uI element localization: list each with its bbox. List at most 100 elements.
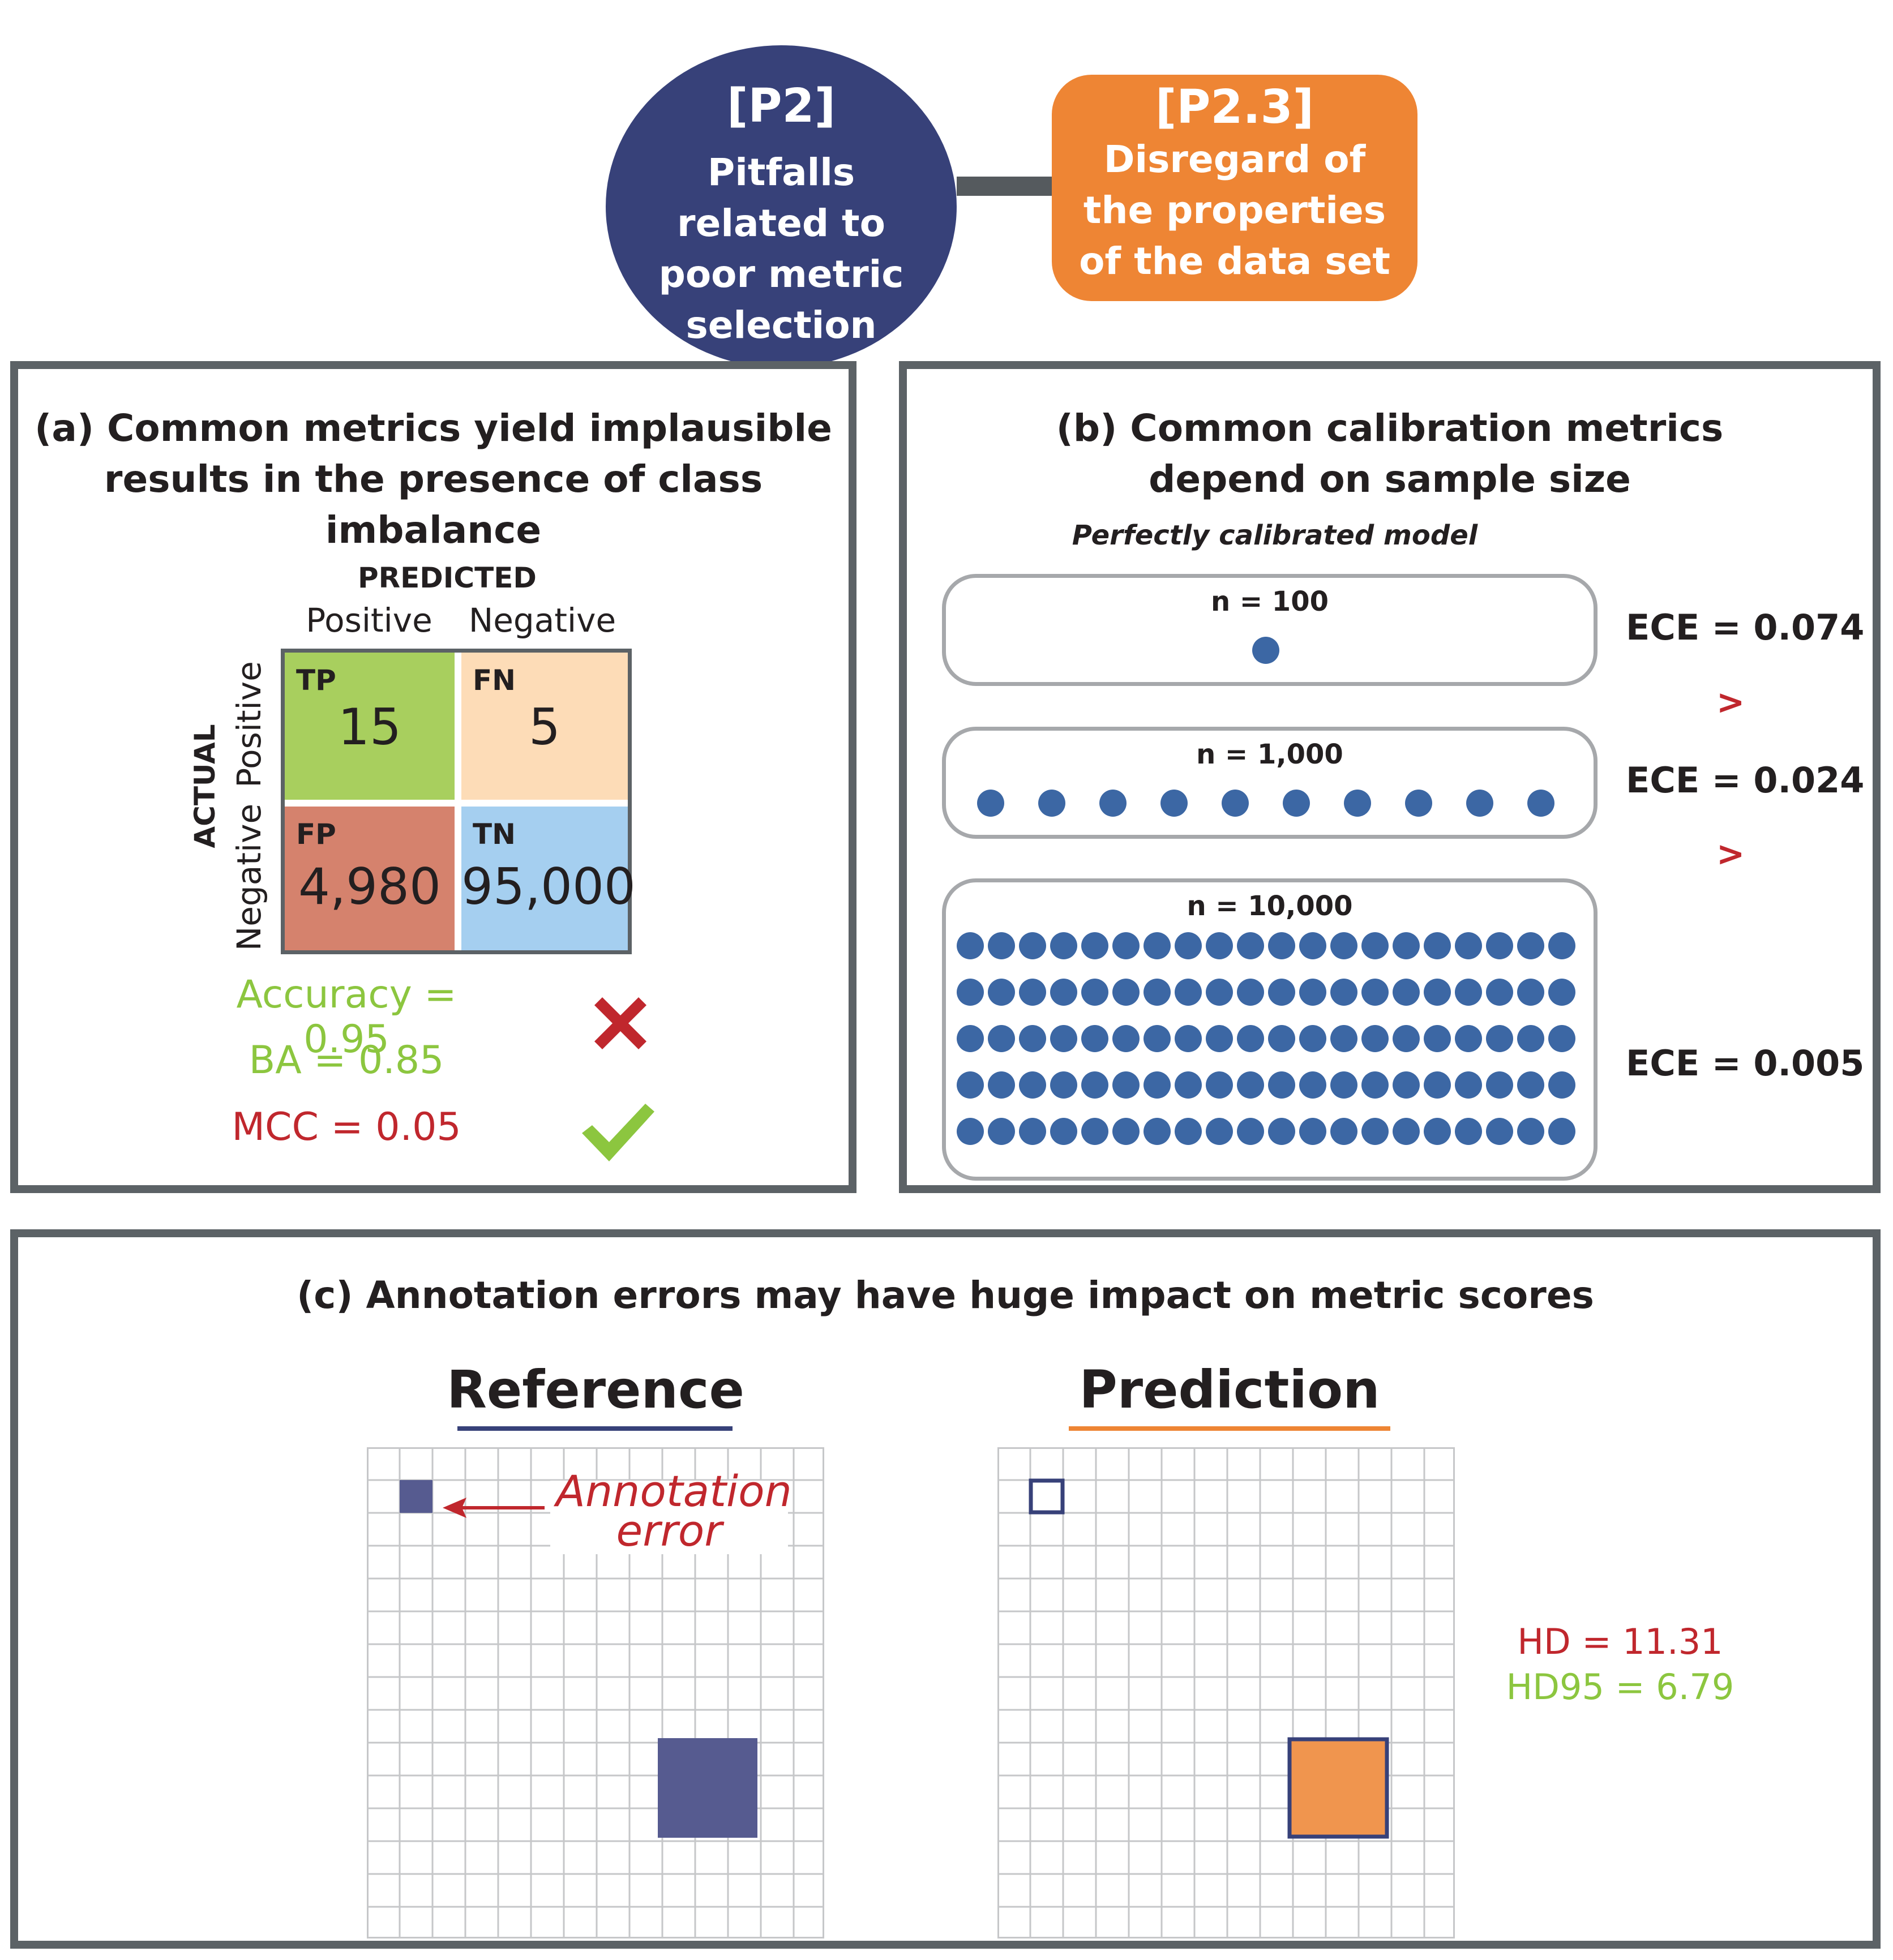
calibration-dot	[1405, 790, 1432, 817]
panel-b-title: (b) Common calibration metrics depend on…	[907, 403, 1873, 505]
ece-value-10000: ECE = 0.005	[1626, 1043, 1865, 1084]
calibration-dot	[956, 1118, 984, 1145]
reference-title: Reference	[447, 1359, 744, 1420]
pitfall-category-label: Pitfalls related to poor metric selectio…	[658, 151, 904, 347]
calibration-dot	[1222, 790, 1249, 817]
calibration-dot	[1205, 1071, 1233, 1099]
sample-size-label: n = 10,000	[1187, 890, 1353, 922]
calibration-dot	[1361, 1118, 1389, 1145]
ece-value-1000: ECE = 0.024	[1626, 760, 1865, 801]
confusion-matrix: TP 15 FN 5 FP 4,980 TN 95,000	[281, 649, 636, 954]
calibration-dot	[1423, 1071, 1451, 1099]
calibration-dot	[1361, 932, 1389, 959]
calibration-dot	[1050, 979, 1077, 1006]
calibration-dot	[1454, 1025, 1482, 1052]
calibration-dot	[1361, 1071, 1389, 1099]
calibration-dot	[1050, 1071, 1077, 1099]
cm-cell-tn-abbr: TN	[473, 818, 516, 851]
calibration-dot	[1517, 979, 1544, 1006]
panel-b-subtitle: Perfectly calibrated model	[1072, 520, 1478, 551]
calibration-dot	[1267, 1025, 1295, 1052]
calibration-dot	[1330, 1071, 1357, 1099]
cm-cell-tp-abbr: TP	[296, 664, 336, 697]
calibration-dot	[956, 1025, 984, 1052]
calibration-dot	[1485, 1118, 1513, 1145]
calibration-dot	[1299, 1071, 1326, 1099]
actual-axis-label: ACTUAL	[189, 724, 221, 848]
predicted-axis-label: PREDICTED	[358, 561, 537, 594]
panel-a-title-line1: (a) Common metrics yield implausible	[35, 406, 832, 450]
cm-cell-fp-value: 4,980	[298, 857, 441, 916]
cm-cell-fn-value: 5	[529, 698, 560, 756]
calibration-dot	[1174, 979, 1202, 1006]
annotation-error-label: Annotation error	[556, 1466, 792, 1552]
calibration-dot	[1143, 932, 1171, 959]
calibration-dot	[1236, 1118, 1264, 1145]
calibration-dot	[1252, 637, 1279, 664]
calibration-dot	[1330, 1025, 1357, 1052]
calibration-dot	[956, 1071, 984, 1099]
reference-grid	[367, 1447, 824, 1938]
calibration-dot	[1205, 932, 1233, 959]
metric-accuracy: Accuracy = 0.95	[236, 972, 457, 1062]
panel-annotation-errors: (c) Annotation errors may have huge impa…	[10, 1229, 1881, 1949]
calibration-dot	[1517, 1118, 1544, 1145]
sample-box-1000: n = 1,000	[942, 727, 1598, 839]
calibration-dot	[1548, 979, 1575, 1006]
sample-box-10000: n = 10,000	[942, 878, 1598, 1181]
calibration-dot	[1018, 1071, 1046, 1099]
calibration-dot	[1081, 1071, 1108, 1099]
calibration-dot	[1236, 979, 1264, 1006]
calibration-dot	[1423, 979, 1451, 1006]
calibration-dot	[1299, 979, 1326, 1006]
calibration-dot	[1236, 1025, 1264, 1052]
calibration-dot	[987, 932, 1015, 959]
cm-cell-tn: TN 95,000	[461, 807, 636, 950]
annotation-error-line1: Annotation	[556, 1466, 792, 1516]
calibration-dot	[1267, 979, 1295, 1006]
hd95-score: HD95 = 6.79	[1506, 1666, 1734, 1708]
calibration-dot	[1485, 979, 1513, 1006]
cm-cell-fp: FP 4,980	[285, 807, 455, 950]
prediction-underline	[1069, 1426, 1390, 1431]
panel-a-title: (a) Common metrics yield implausible res…	[18, 403, 849, 556]
calibration-dot	[1485, 1025, 1513, 1052]
annotation-arrow-icon	[443, 1498, 545, 1518]
calibration-dot	[1267, 1118, 1295, 1145]
calibration-dot	[1517, 1025, 1544, 1052]
cm-cell-tn-value: 95,000	[461, 857, 636, 916]
calibration-dot	[1174, 1118, 1202, 1145]
calibration-dot	[1205, 979, 1233, 1006]
calibration-dot	[1392, 979, 1420, 1006]
greater-than-1: >	[1716, 683, 1745, 722]
calibration-dot	[1038, 790, 1065, 817]
calibration-dot	[1018, 1118, 1046, 1145]
calibration-dot	[1081, 932, 1108, 959]
calibration-dot	[1112, 1071, 1140, 1099]
panel-class-imbalance: (a) Common metrics yield implausible res…	[10, 361, 856, 1193]
metric-mcc: MCC = 0.05	[232, 1105, 461, 1150]
calibration-dot	[1392, 1025, 1420, 1052]
calibration-dot	[1112, 979, 1140, 1006]
calibration-dot	[1466, 790, 1493, 817]
calibration-dot	[1299, 1118, 1326, 1145]
annotation-label-backdrop	[550, 1481, 788, 1554]
calibration-dot	[1485, 932, 1513, 959]
calibration-dot	[987, 1118, 1015, 1145]
panel-b-title-line2: depend on sample size	[1149, 457, 1631, 501]
dot-area	[946, 882, 1594, 1177]
calibration-dot	[1485, 1071, 1513, 1099]
calibration-dot	[1099, 790, 1127, 817]
calibration-dot	[1423, 932, 1451, 959]
panel-a-title-line2: results in the presence of class imbalan…	[104, 457, 763, 552]
sample-size-label: n = 1,000	[1196, 739, 1343, 770]
pitfall-subcategory-code: [P2.3]	[1155, 80, 1314, 134]
calibration-dot	[1454, 1071, 1482, 1099]
calibration-dot	[1548, 1118, 1575, 1145]
calibration-dot	[1454, 932, 1482, 959]
dot-area	[946, 578, 1594, 682]
predicted-negative-label: Negative	[468, 601, 616, 640]
calibration-dot	[1174, 1025, 1202, 1052]
calibration-dot	[1392, 932, 1420, 959]
calibration-dot	[1143, 979, 1171, 1006]
